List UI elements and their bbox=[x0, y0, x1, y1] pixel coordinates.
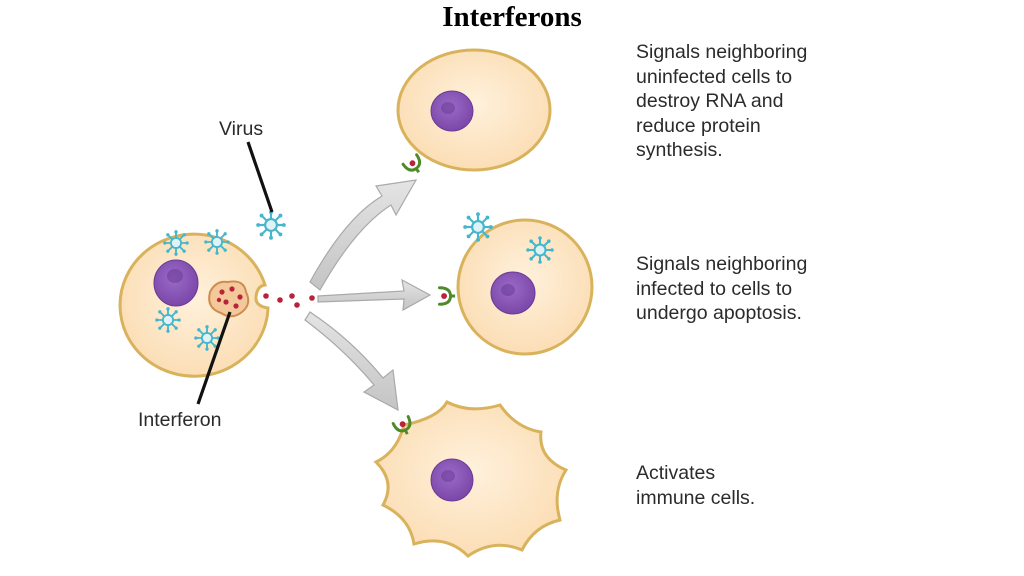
immune-cells-description: Activates immune cells. bbox=[636, 462, 756, 509]
arrow-to-uninfected-cell bbox=[309, 179, 418, 291]
receptor-icon bbox=[401, 153, 428, 179]
immune-cell bbox=[373, 399, 569, 558]
virus-label: Virus bbox=[219, 118, 264, 140]
virus-icon bbox=[155, 307, 181, 333]
interferon-label: Interferon bbox=[138, 409, 222, 431]
infected-cell bbox=[118, 229, 270, 378]
virus-icon bbox=[194, 325, 220, 351]
virus-icon bbox=[204, 229, 230, 255]
virus-callout-line bbox=[246, 141, 274, 213]
golgi-vesicle bbox=[208, 280, 250, 318]
arrow-to-infected-cell bbox=[317, 278, 432, 312]
uninfected-cells-description: Signals neighboring uninfected cells to … bbox=[636, 41, 808, 161]
virus-icon bbox=[463, 212, 493, 242]
receptor-icon bbox=[438, 286, 456, 306]
uninfected-cell bbox=[396, 48, 552, 179]
slide-title: Interferons bbox=[442, 1, 582, 33]
virus-icon bbox=[163, 230, 189, 256]
infected-neighbor-cell bbox=[438, 218, 594, 356]
arrow-to-immune-cell bbox=[304, 311, 399, 412]
released-interferon bbox=[263, 293, 315, 308]
interferon-callout-line bbox=[196, 311, 232, 405]
virus-icon bbox=[256, 210, 286, 240]
virus-icon bbox=[526, 236, 554, 264]
nucleus bbox=[153, 259, 199, 307]
infected-cells-description: Signals neighboring infected to cells to… bbox=[636, 253, 808, 324]
